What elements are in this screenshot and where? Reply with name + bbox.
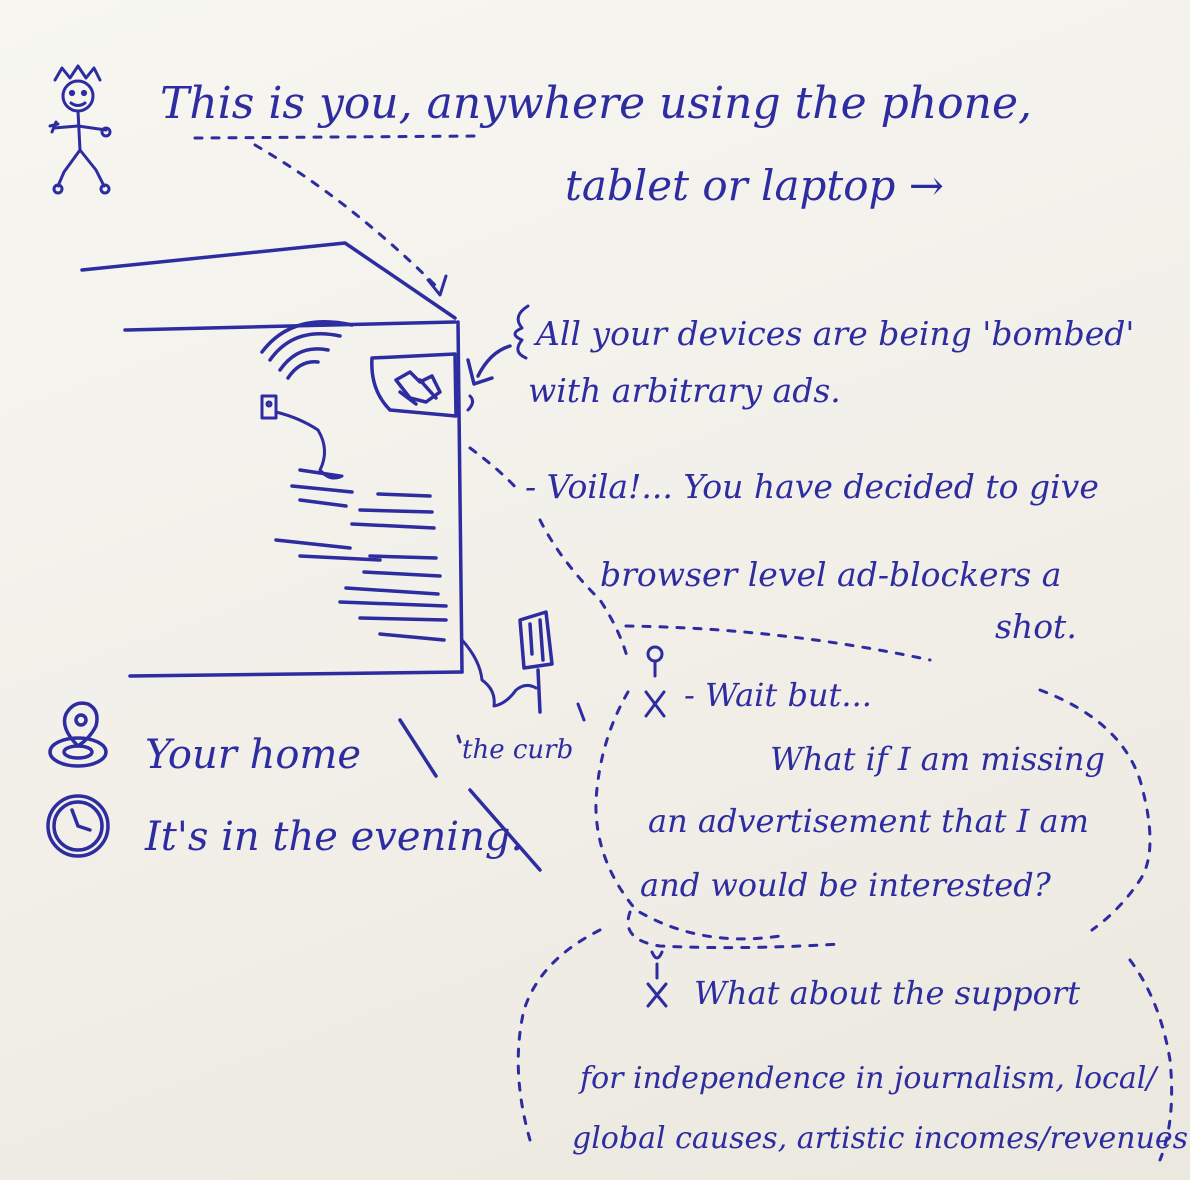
- legend-home-label: Your home: [145, 732, 361, 778]
- legend-home-divider: [398, 718, 438, 778]
- voila-note-line-3: shot.: [995, 607, 1077, 646]
- pin-marker-icon: [644, 645, 666, 718]
- voila-divider-line: [624, 624, 932, 662]
- intro-pointer-arrowhead: [426, 274, 448, 297]
- doubt2-bubble-outline: [516, 928, 1174, 1162]
- doubt2-line-1: What about the support: [694, 974, 1080, 1012]
- map-pin-icon: [48, 701, 108, 768]
- legend-curb-tick-left: [456, 734, 462, 744]
- doubt1-line-4: and would be interested?: [640, 866, 1052, 904]
- doubt1-line-2: What if I am missing: [770, 740, 1105, 778]
- doubt2-bubble-top: [626, 910, 842, 950]
- voila-note-line-1: - Voila!... You have decided to give: [525, 467, 1099, 506]
- wifi-icon: [260, 320, 354, 380]
- curb-path: [460, 638, 538, 708]
- devices-note-bracket: [466, 394, 475, 412]
- tv-screen-icon: [370, 352, 458, 418]
- router-icon: [260, 394, 344, 480]
- intro-underline: [193, 134, 482, 140]
- intro-pointer-line: [253, 143, 442, 292]
- clock-icon: [46, 794, 110, 858]
- stick-figure-icon: [48, 64, 112, 195]
- pin-marker-icon: [646, 950, 668, 1008]
- doubt2-line-3: global causes, artistic incomes/revenues…: [572, 1121, 1190, 1156]
- doubt1-line-3: an advertisement that I am: [648, 802, 1089, 840]
- devices-note-line-1: All your devices are being 'bombed': [533, 314, 1135, 353]
- mailbox-icon: [518, 610, 554, 714]
- voila-side-connector: [538, 518, 630, 662]
- house-icon: [80, 241, 464, 678]
- doubt2-line-2: for independence in journalism, local/: [578, 1061, 1159, 1096]
- voila-note-line-2: browser level ad-blockers a: [600, 555, 1061, 594]
- doubt1-line-1: - Wait but...: [684, 676, 872, 714]
- legend-curb-tick-right: [576, 702, 586, 722]
- legend-curb-label: the curb: [462, 735, 573, 765]
- voila-pointer-line: [468, 446, 520, 492]
- floor-hatching: [274, 468, 448, 642]
- doubt1-bubble-outline: [594, 688, 1152, 941]
- legend-time-label: It's in the evening.: [144, 814, 523, 860]
- devices-note-arrow: [466, 344, 512, 386]
- legend-time-divider: [468, 788, 542, 872]
- devices-note-brace: [513, 304, 530, 360]
- intro-line-1: This is you, anywhere using the phone,: [160, 78, 1032, 129]
- intro-line-2: tablet or laptop →: [565, 161, 944, 210]
- devices-note-line-2: with arbitrary ads.: [528, 371, 841, 410]
